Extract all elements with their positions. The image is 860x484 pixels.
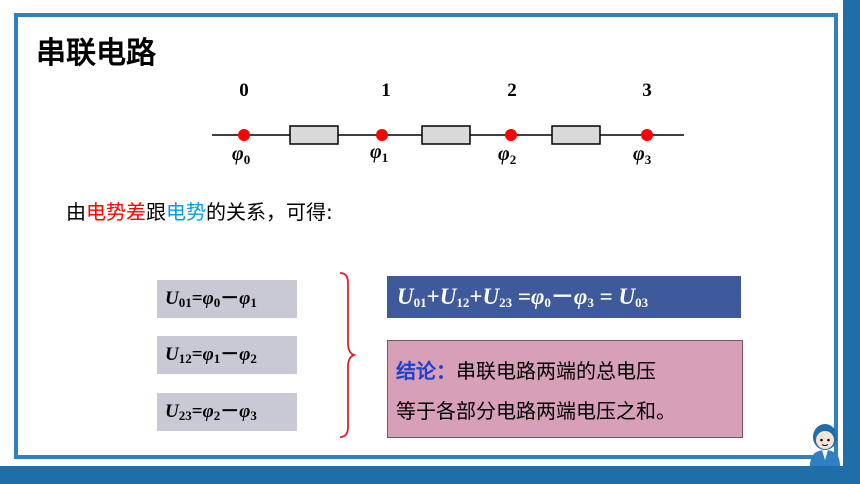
potential-label-2: φ2 [498, 143, 516, 167]
node-dot-3 [641, 129, 653, 141]
series-circuit-diagram: 0 1 2 3 φ0 φ1 φ2 φ3 [212, 80, 684, 167]
resistor-2 [421, 125, 471, 145]
node-number-0: 0 [239, 80, 249, 101]
potential-label-0: φ0 [232, 143, 250, 167]
node-dot-1 [376, 129, 388, 141]
bottom-border-bar [0, 466, 860, 484]
intro-text-2: 跟 [146, 200, 166, 224]
right-border-bar [843, 0, 860, 484]
node-dot-0 [238, 129, 250, 141]
conclusion-text-1: 串联电路两端的总电压 [456, 359, 656, 383]
intro-text-1: 由 [66, 200, 86, 224]
equation-u01: U01=φ0－φ1 [157, 280, 297, 318]
node-dot-2 [505, 129, 517, 141]
conclusion-line-1: 结论：串联电路两端的总电压 [396, 351, 742, 391]
conclusion-box: 结论：串联电路两端的总电压 等于各部分电路两端电压之和。 [387, 340, 743, 438]
sum-equation: U01+U12+U23 =φ0－φ3 = U03 [387, 276, 741, 318]
slide-title: 串联电路 [36, 36, 156, 71]
potential-label-1: φ1 [370, 141, 388, 165]
teacher-avatar-icon [810, 424, 840, 466]
conclusion-label: 结论： [396, 359, 456, 383]
node-number-3: 3 [642, 80, 652, 101]
intro-sentence: 由电势差跟电势的关系，可得: [66, 196, 333, 225]
intro-text-3: 的关系，可得: [206, 200, 333, 224]
intro-highlight-potential-difference: 电势差 [86, 200, 146, 224]
equation-u23: U23=φ2－φ3 [157, 393, 297, 431]
node-number-1: 1 [381, 80, 391, 101]
potential-label-3: φ3 [633, 143, 652, 167]
resistor-3 [551, 125, 601, 145]
grouping-brace [339, 272, 357, 438]
conclusion-line-2: 等于各部分电路两端电压之和。 [396, 399, 676, 423]
resistor-1 [289, 125, 339, 145]
node-number-2: 2 [507, 80, 517, 101]
equation-u12: U12=φ1－φ2 [157, 336, 297, 374]
intro-highlight-potential: 电势 [166, 200, 206, 224]
